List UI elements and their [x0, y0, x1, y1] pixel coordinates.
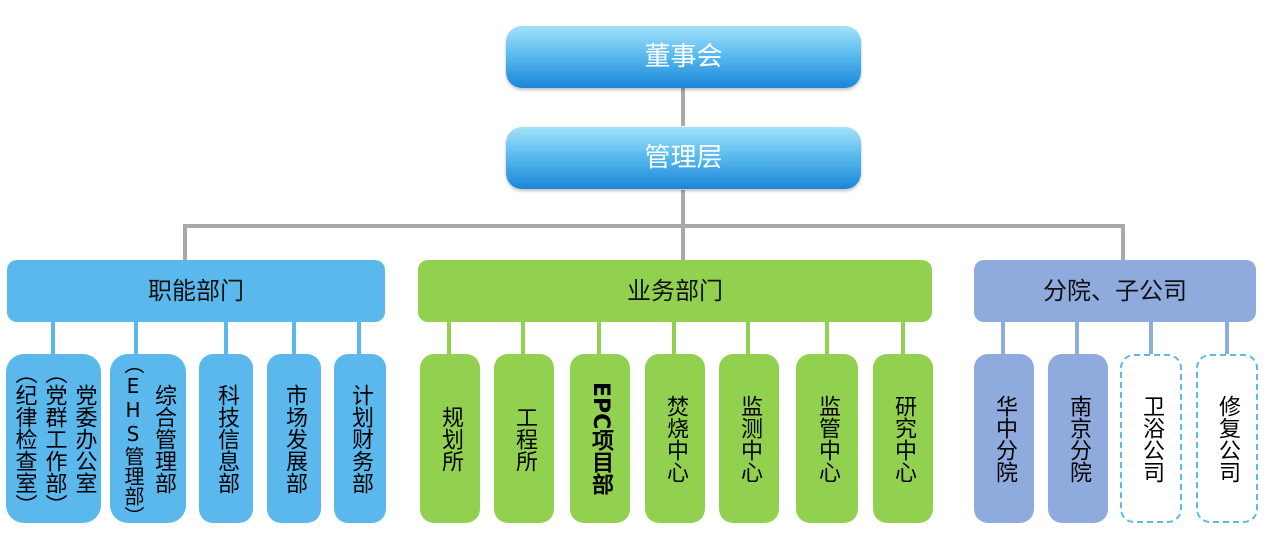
- unit-connector: [447, 322, 451, 354]
- unit-engineering-institute: 工程所: [494, 354, 554, 523]
- connector-management-down: [681, 190, 685, 226]
- unit-supervision-center: 监管中心: [796, 354, 858, 523]
- unit-connector: [1225, 322, 1229, 354]
- unit-label-line: 华中分院: [992, 394, 1017, 483]
- branches-subsidiaries-header: 分院、子公司: [974, 260, 1256, 322]
- connector-functional-drop: [183, 224, 187, 260]
- unit-label-line: 科技信息部: [214, 383, 239, 494]
- unit-label-line: （EHS管理部）: [121, 354, 145, 526]
- functional-departments-header: 职能部门: [7, 260, 385, 322]
- unit-connector: [597, 322, 601, 354]
- unit-connector: [746, 322, 750, 354]
- unit-connector: [1075, 322, 1079, 354]
- unit-connector: [224, 322, 228, 354]
- unit-label-line: 监管中心: [815, 394, 840, 483]
- unit-sanitary-company: 卫浴公司: [1120, 354, 1182, 523]
- unit-central-china-branch: 华中分院: [974, 354, 1034, 523]
- unit-label-line: （党群工作部）: [41, 361, 67, 516]
- unit-connector: [521, 322, 525, 354]
- unit-connector: [672, 322, 676, 354]
- unit-connector: [357, 322, 361, 354]
- unit-connector: [825, 322, 829, 354]
- connector-business-drop: [681, 224, 685, 260]
- unit-nanjing-branch: 南京分院: [1048, 354, 1108, 523]
- unit-label-line: EPC项目部: [588, 381, 613, 496]
- unit-connector: [134, 322, 138, 354]
- unit-label-line: 综合管理部: [151, 383, 176, 494]
- unit-label-line: 卫浴公司: [1139, 394, 1164, 483]
- business-departments-header: 业务部门: [418, 260, 932, 322]
- unit-label-line: 市场发展部: [282, 383, 307, 494]
- unit-label-line: 研究中心: [891, 394, 916, 483]
- connector-board-management: [681, 88, 685, 126]
- unit-planning-institute: 规划所: [420, 354, 480, 523]
- unit-connector: [51, 322, 55, 354]
- unit-label-line: 南京分院: [1066, 394, 1091, 483]
- unit-connector: [1001, 322, 1005, 354]
- unit-market-development: 市场发展部: [267, 354, 321, 523]
- unit-label-line: 修复公司: [1215, 394, 1240, 483]
- unit-monitoring-center: 监测中心: [719, 354, 779, 523]
- unit-label-line: 计划财务部: [348, 383, 373, 494]
- unit-planning-finance: 计划财务部: [334, 354, 386, 523]
- unit-technology-information: 科技信息部: [199, 354, 253, 523]
- unit-label-line: 工程所: [512, 405, 537, 472]
- unit-connector: [901, 322, 905, 354]
- unit-incineration-center: 焚烧中心: [645, 354, 705, 523]
- unit-label-line: 规划所: [438, 405, 463, 472]
- unit-party-committee-office: 党委办公室 （党群工作部） （纪律检查室）: [6, 354, 101, 523]
- unit-epc-project-department: EPC项目部: [570, 354, 630, 523]
- unit-label-line: （纪律检查室）: [11, 361, 37, 516]
- connector-horizontal-bus: [183, 224, 1125, 228]
- board-of-directors-box: 董事会: [506, 26, 861, 88]
- unit-label-line: 监测中心: [737, 394, 762, 483]
- management-box: 管理层: [506, 127, 861, 189]
- connector-branches-drop: [1121, 224, 1125, 260]
- unit-remediation-company: 修复公司: [1196, 354, 1258, 523]
- unit-research-center: 研究中心: [873, 354, 933, 523]
- unit-general-management: 综合管理部 （EHS管理部）: [110, 354, 186, 526]
- unit-label-line: 党委办公室: [71, 383, 97, 494]
- unit-connector: [292, 322, 296, 354]
- unit-connector: [1149, 322, 1153, 354]
- unit-label-line: 焚烧中心: [663, 394, 688, 483]
